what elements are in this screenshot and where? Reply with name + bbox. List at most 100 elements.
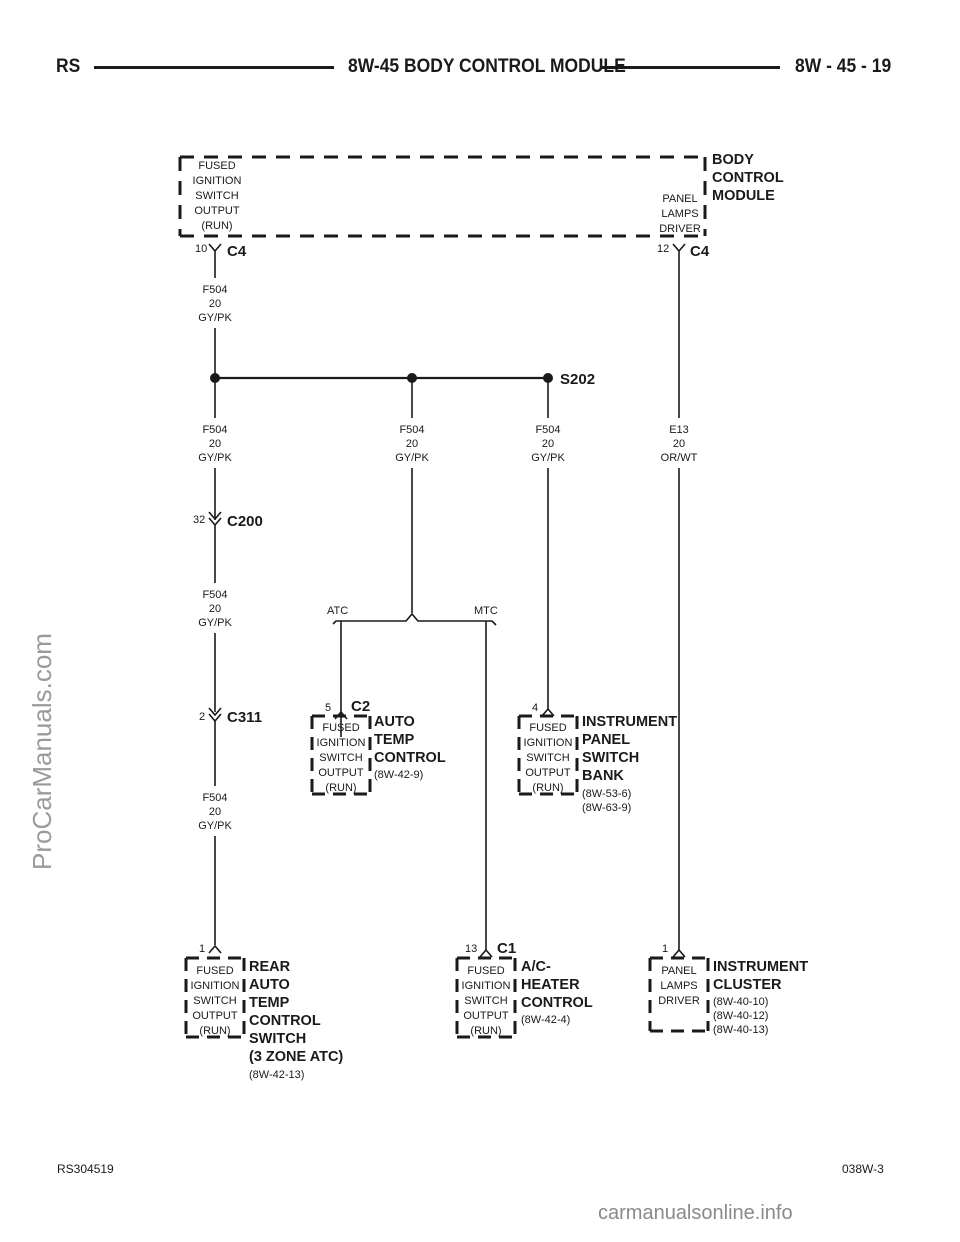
- ac-heater-control: 13 C1 FUSED IGNITION SWITCH OUTPUT (RUN)…: [455, 940, 593, 1039]
- rear-title-0: REAR: [249, 959, 291, 975]
- heater-func-4: (RUN): [470, 1025, 501, 1037]
- heater-pin: 13: [465, 943, 477, 955]
- rear-title-4: SWITCH: [249, 1031, 306, 1047]
- w7-gauge: 20: [209, 806, 221, 818]
- w3-gauge: 20: [406, 438, 418, 450]
- cluster-ref-1: (8W-40-12): [713, 1010, 768, 1022]
- branch-mtc: MTC: [474, 605, 498, 617]
- w4-color: GY/PK: [531, 452, 565, 464]
- connector-symbol: [479, 948, 493, 958]
- w5-color: OR/WT: [661, 452, 698, 464]
- atc-title-2: CONTROL: [374, 750, 446, 766]
- w6-circuit: F504: [202, 589, 227, 601]
- instrument-cluster: 1 PANEL LAMPS DRIVER INSTRUMENT CLUSTER …: [648, 943, 808, 1036]
- w7-circuit: F504: [202, 792, 227, 804]
- heater-title-0: A/C-: [521, 959, 551, 975]
- rear-func-0: FUSED: [196, 965, 233, 977]
- heater-func-2: SWITCH: [464, 995, 507, 1007]
- atc-func-3: OUTPUT: [318, 767, 364, 779]
- connector-symbol: [672, 948, 686, 958]
- rear-func-4: (RUN): [199, 1025, 230, 1037]
- bcm-outline: [178, 155, 707, 238]
- bcm-left-func-4: (RUN): [201, 220, 232, 232]
- ipsb-title-2: SWITCH: [582, 750, 639, 766]
- connector-symbol: [208, 944, 222, 954]
- connector-symbol: [541, 707, 555, 717]
- w2-circuit: F504: [202, 424, 227, 436]
- bcm-left-pin: 10: [195, 243, 207, 255]
- ipsb-ref-1: (8W-63-9): [582, 802, 631, 814]
- rear-func-1: IGNITION: [191, 980, 240, 992]
- heater-func-1: IGNITION: [462, 980, 511, 992]
- ipsb-func-0: FUSED: [529, 722, 566, 734]
- header-section-code: RS: [56, 56, 81, 77]
- w4-gauge: 20: [542, 438, 554, 450]
- cluster-ref-2: (8W-40-13): [713, 1024, 768, 1036]
- bcm-left-func-0: FUSED: [198, 160, 235, 172]
- ipsb-title-1: PANEL: [582, 732, 630, 748]
- bcm-left-func-1: IGNITION: [193, 175, 242, 187]
- c311-pin: 2: [199, 711, 205, 723]
- c311-name: C311: [227, 709, 262, 726]
- atc-title-1: TEMP: [374, 732, 415, 748]
- rear-title-5: (3 ZONE ATC): [249, 1049, 343, 1065]
- branch-atc: ATC: [327, 605, 348, 617]
- bcm-right-func-1: LAMPS: [661, 208, 698, 220]
- bcm-title-0: BODY: [712, 152, 754, 168]
- rear-auto-temp-control-switch: 1 FUSED IGNITION SWITCH OUTPUT (RUN) REA…: [184, 943, 343, 1081]
- rear-pin: 1: [199, 943, 205, 955]
- rear-func-3: OUTPUT: [192, 1010, 238, 1022]
- ipsb-outline: [517, 714, 579, 796]
- page-number: 8W - 45 - 19: [795, 56, 892, 77]
- w4-circuit: F504: [535, 424, 560, 436]
- cluster-func-0: PANEL: [661, 965, 696, 977]
- bcm-right-func-0: PANEL: [662, 193, 697, 205]
- bcm-left-func-3: OUTPUT: [194, 205, 240, 217]
- heater-ref-0: (8W-42-4): [521, 1014, 570, 1026]
- cluster-pin: 1: [662, 943, 668, 955]
- heater-outline: [455, 956, 517, 1039]
- c200-name: C200: [227, 513, 263, 530]
- ipsb-func-1: IGNITION: [524, 737, 573, 749]
- ipsb-title-0: INSTRUMENT: [582, 714, 677, 730]
- w2-color: GY/PK: [198, 452, 232, 464]
- ipsb-pin: 4: [532, 702, 538, 714]
- w6-color: GY/PK: [198, 617, 232, 629]
- atc-ref-0: (8W-42-9): [374, 769, 423, 781]
- w6-gauge: 20: [209, 603, 221, 615]
- w1-color: GY/PK: [198, 312, 232, 324]
- bcm-right-conn: C4: [690, 243, 710, 260]
- connector-symbol: [208, 243, 222, 253]
- ipsb-title-3: BANK: [582, 768, 624, 784]
- atc-func-1: IGNITION: [317, 737, 366, 749]
- ipsb-ref-0: (8W-53-6): [582, 788, 631, 800]
- rear-title-1: AUTO: [249, 977, 290, 993]
- heater-func-3: OUTPUT: [463, 1010, 509, 1022]
- rear-title-3: CONTROL: [249, 1013, 321, 1029]
- instrument-panel-switch-bank: 4 FUSED IGNITION SWITCH OUTPUT (RUN) INS…: [517, 702, 677, 814]
- atc-pin: 5: [325, 702, 331, 714]
- w5-gauge: 20: [673, 438, 685, 450]
- atc-func-4: (RUN): [325, 782, 356, 794]
- cluster-ref-0: (8W-40-10): [713, 996, 768, 1008]
- cluster-title-1: CLUSTER: [713, 977, 782, 993]
- rear-outline: [184, 956, 246, 1039]
- atc-title-0: AUTO: [374, 714, 415, 730]
- ipsb-func-2: SWITCH: [526, 752, 569, 764]
- bcm-right-func-2: DRIVER: [659, 223, 701, 235]
- bcm-module: FUSED IGNITION SWITCH OUTPUT (RUN) PANEL…: [178, 152, 784, 238]
- atc-func-2: SWITCH: [319, 752, 362, 764]
- bcm-right-pin: 12: [657, 243, 669, 255]
- rear-ref-0: (8W-42-13): [249, 1069, 304, 1081]
- heater-func-0: FUSED: [467, 965, 504, 977]
- atc-conn: C2: [351, 698, 370, 715]
- w3-circuit: F504: [399, 424, 424, 436]
- figure-id: RS304519: [57, 1162, 114, 1176]
- w5-circuit: E13: [669, 424, 689, 436]
- page-title: 8W-45 BODY CONTROL MODULE: [348, 56, 626, 77]
- connector-symbol: [672, 243, 686, 253]
- header-rule-right: [600, 66, 780, 69]
- w1-circuit: F504: [202, 284, 227, 296]
- bcm-title-1: CONTROL: [712, 170, 784, 186]
